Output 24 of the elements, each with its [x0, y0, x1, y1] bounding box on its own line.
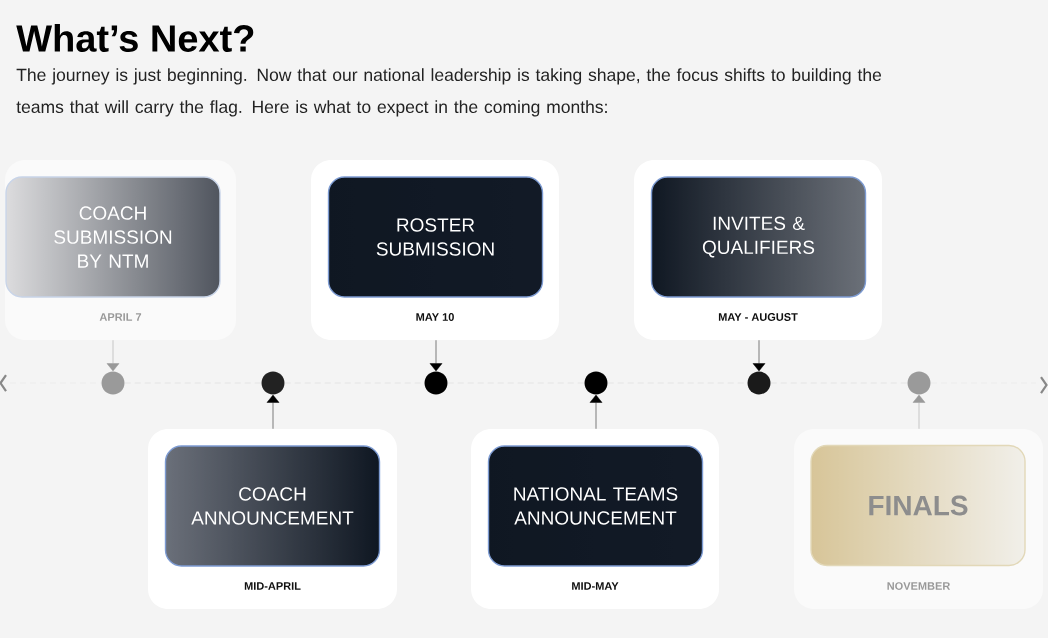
event-box: NATIONAL TEAMS ANNOUNCEMENT — [487, 445, 704, 567]
event-box: INVITES & QUALIFIERS — [650, 176, 867, 298]
pointer-arrow — [912, 394, 926, 430]
date-label: NOVEMBER — [887, 582, 951, 590]
pointer-arrow — [429, 339, 443, 372]
timeline-dot — [907, 371, 931, 395]
intro-paragraph: The journey is just beginning. Now that our national leadership is taking shape, the focus shifts to building the teams that will carry the flag. Here is what to expect in the coming months: — [16, 68, 882, 117]
date-label: APRIL 7 — [99, 313, 142, 321]
pointer-arrow — [589, 394, 603, 430]
timeline-dot — [261, 371, 285, 395]
timeline-dot — [101, 371, 125, 395]
pointer-arrow — [106, 339, 120, 372]
date-label: MAY - AUGUST — [718, 313, 798, 321]
event-box: FINALS — [810, 444, 1026, 567]
timeline-dot — [747, 371, 771, 395]
date-label: MAY 10 — [416, 313, 454, 321]
event-box: ROSTER SUBMISSION — [327, 176, 544, 298]
pointer-arrow — [266, 394, 280, 430]
event-box: COACH ANNOUNCEMENT — [164, 445, 381, 567]
page-title: What’s Next? — [16, 24, 254, 52]
pointer-arrow — [752, 339, 766, 372]
date-label: MID-MAY — [572, 582, 619, 590]
date-label: MID-APRIL — [244, 582, 301, 590]
event-box: COACH SUBMISSION BY NTM — [5, 176, 221, 298]
